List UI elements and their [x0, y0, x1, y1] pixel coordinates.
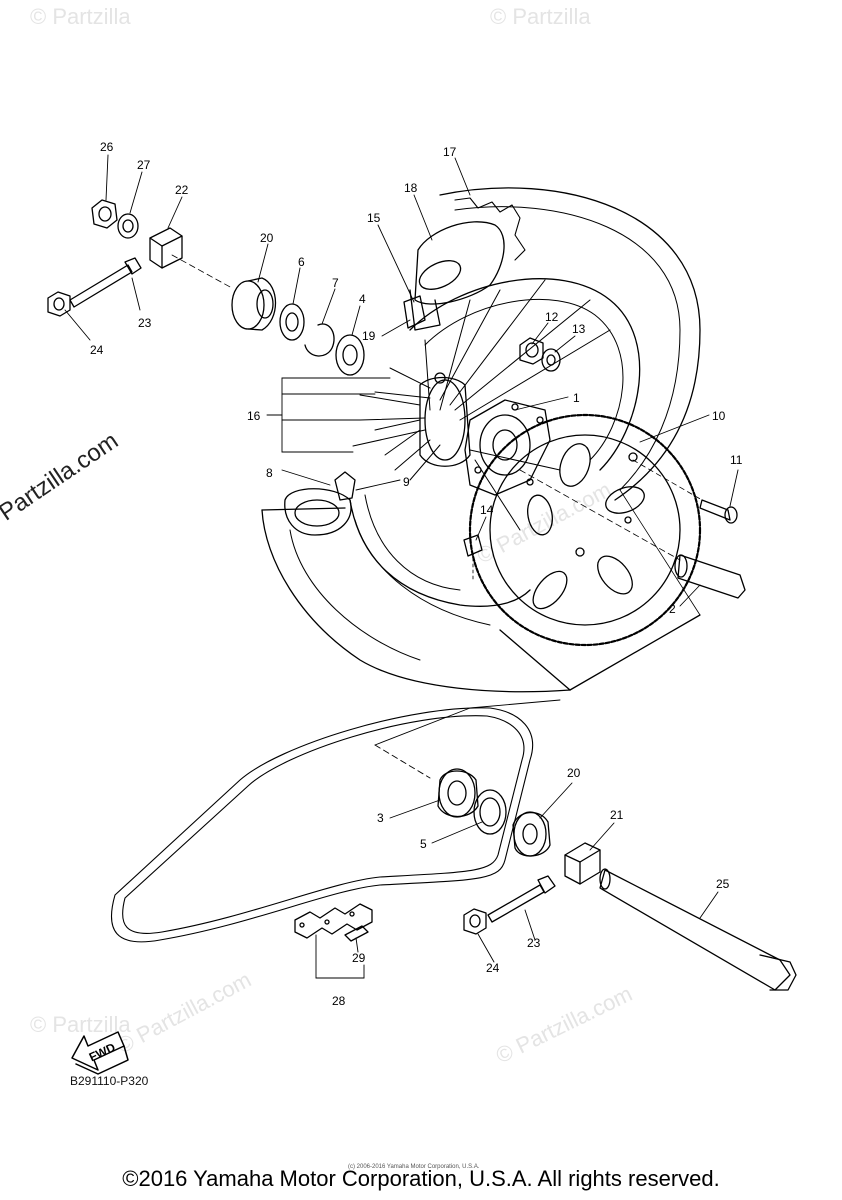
bolt-11	[632, 459, 738, 524]
callout-1: 1	[573, 391, 580, 405]
nut-12	[519, 337, 544, 365]
callout-23-top: 23	[138, 316, 152, 330]
rim-band-tube	[403, 197, 526, 331]
callout-20-bottom: 20	[567, 766, 581, 780]
callout-26: 26	[100, 140, 114, 154]
callout-2: 2	[669, 602, 676, 616]
callout-29: 29	[352, 951, 366, 965]
callout-16: 16	[247, 409, 261, 423]
watermark-top-left: © Partzilla	[30, 4, 131, 29]
callout-13: 13	[572, 322, 586, 336]
bearing-3	[437, 768, 479, 818]
callout-17: 17	[443, 145, 457, 159]
callout-18: 18	[404, 181, 418, 195]
callout-20-top: 20	[260, 231, 274, 245]
watermark-bottom-left: © Partzilla	[30, 1012, 131, 1037]
washer-13	[541, 348, 561, 372]
callout-12: 12	[545, 310, 559, 324]
hub	[419, 372, 471, 467]
collar-20-bottom	[512, 811, 551, 857]
callout-24-top: 24	[90, 343, 104, 357]
callout-5: 5	[420, 837, 427, 851]
sprocket	[468, 413, 702, 647]
callout-6: 6	[298, 255, 305, 269]
copyright-notice: ©2016 Yamaha Motor Corporation, U.S.A. A…	[122, 1166, 720, 1191]
bearing-4	[335, 334, 365, 376]
callout-11: 11	[730, 453, 743, 467]
bearing-6	[279, 303, 305, 341]
callout-22: 22	[175, 183, 189, 197]
callout-24-bottom: 24	[486, 961, 500, 975]
axle-25	[599, 868, 797, 991]
watermark-top-right: © Partzilla	[490, 4, 591, 29]
callout-23-bottom: 23	[527, 936, 541, 950]
collar-20-top	[231, 277, 276, 331]
callout-19: 19	[362, 329, 376, 343]
adjuster-21	[564, 842, 601, 885]
nut-24-bottom	[463, 908, 487, 935]
adjuster-22	[149, 227, 233, 289]
rim-lock-8	[284, 471, 356, 536]
callout-3: 3	[377, 811, 384, 825]
callout-27: 27	[137, 158, 151, 172]
callout-7: 7	[332, 276, 339, 290]
callout-10: 10	[712, 409, 726, 423]
callout-21: 21	[610, 808, 624, 822]
drive-chain	[111, 707, 534, 943]
washer-27	[117, 213, 139, 239]
nut-26	[91, 199, 118, 229]
nut-24-top	[47, 291, 71, 317]
rim	[349, 278, 641, 607]
seal-5	[473, 789, 507, 835]
bolt-23-bottom	[487, 875, 556, 923]
fwd-arrow-icon	[71, 1031, 129, 1075]
hub-flange	[464, 399, 551, 496]
circlip-7	[304, 323, 335, 357]
callout-4: 4	[359, 292, 366, 306]
balance-weight-14	[463, 534, 483, 581]
callout-25: 25	[716, 877, 730, 891]
spokes-16	[352, 367, 431, 447]
callout-8: 8	[266, 466, 273, 480]
bolt-23-top	[69, 257, 142, 308]
diagram-code: B291110-P320	[70, 1074, 149, 1088]
callout-14: 14	[480, 503, 494, 517]
tire	[261, 187, 701, 693]
chain-joint-link	[294, 903, 373, 942]
callout-numbers: 1 2 3 4 5 6 7 8 9 10 11 12 13 14 15 16 1…	[87, 140, 743, 1064]
collar-2	[519, 469, 746, 599]
leader-lines	[64, 154, 739, 979]
spokes	[359, 279, 611, 531]
callout-15: 15	[367, 211, 381, 225]
callout-9: 9	[403, 475, 410, 489]
callout-28: 28	[332, 994, 346, 1008]
small-copyright: (c) 2006-2016 Yamaha Motor Corporation, …	[348, 1164, 480, 1170]
